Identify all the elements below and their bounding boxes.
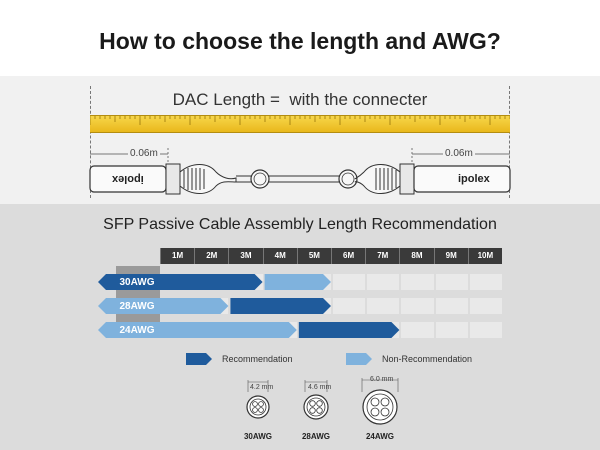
page-title: How to choose the length and AWG? xyxy=(99,28,501,54)
grid-cell xyxy=(467,298,502,314)
bar-30awg-recommended xyxy=(98,274,263,290)
bar-30awg-non-recommended xyxy=(264,274,331,290)
bar-28awg-recommended xyxy=(230,298,331,314)
bar-28awg-non-recommended xyxy=(98,298,229,314)
bar-24awg-non-recommended xyxy=(98,322,297,338)
left-brand-label: ipolex xyxy=(112,173,144,185)
connector-30awg-label: 30AWG xyxy=(243,432,272,441)
connector-28awg-diameter: 4.6 mm xyxy=(308,384,332,391)
legend-non-recommended: Non-Recommendation xyxy=(346,352,472,366)
grid-cell xyxy=(433,274,468,290)
awg-label-24: 24AWG xyxy=(119,325,155,336)
right-sfp-module xyxy=(413,165,511,193)
measuring-tape xyxy=(90,115,510,133)
legend-recommended: Recommendation xyxy=(186,352,293,366)
length-header-5M: 5M xyxy=(296,248,331,264)
length-header-9M: 9M xyxy=(433,248,468,264)
grid-cell xyxy=(399,298,434,314)
length-header-1M: 1M xyxy=(160,248,194,264)
connector-28awg-label: 28AWG xyxy=(301,432,330,441)
recommendation-bars xyxy=(98,274,400,338)
grid-cell xyxy=(365,298,400,314)
connector-28awg-icon xyxy=(303,380,329,420)
grid-cell xyxy=(331,274,366,290)
non-recommended-swatch-icon xyxy=(346,353,372,365)
length-header-7M: 7M xyxy=(365,248,399,264)
connector-30awg-icon xyxy=(246,380,270,419)
legend-non-recommended-label: Non-Recommendation xyxy=(382,354,473,364)
dac-left-boundary xyxy=(90,86,91,198)
legend-recommended-label: Recommendation xyxy=(222,354,293,364)
dac-length-label: DAC Length = with the connecter xyxy=(172,90,428,109)
left-segment-length: 0.06m xyxy=(128,148,160,159)
recommended-swatch-icon xyxy=(186,353,212,365)
awg-label-30: 30AWG xyxy=(119,277,155,288)
length-header-2M: 2M xyxy=(194,248,228,264)
grid-cell xyxy=(467,322,502,338)
length-header-3M: 3M xyxy=(228,248,262,264)
grid-cell xyxy=(399,274,434,290)
right-segment-length: 0.06m xyxy=(443,148,475,159)
right-brand-label: ipolex xyxy=(458,173,490,185)
recommendation-title: SFP Passive Cable Assembly Length Recomm… xyxy=(103,216,497,233)
grid-cell xyxy=(331,298,366,314)
dac-cable-illustration xyxy=(89,148,511,195)
connector-24awg-diameter: 6.0 mm xyxy=(370,376,394,383)
length-header-8M: 8M xyxy=(399,248,433,264)
grid-cell xyxy=(467,274,502,290)
grid-cell xyxy=(399,322,434,338)
grid-cell xyxy=(365,274,400,290)
bar-24awg-recommended xyxy=(298,322,400,338)
grid-cell xyxy=(433,298,468,314)
length-header-10M: 10M xyxy=(467,248,502,264)
measuring-tape-ticks xyxy=(90,116,510,125)
length-header-4M: 4M xyxy=(262,248,297,264)
connector-30awg-diameter: 4.2 mm xyxy=(250,384,274,391)
awg-label-28: 28AWG xyxy=(119,301,155,312)
length-header-6M: 6M xyxy=(331,248,365,264)
connector-24awg-label: 24AWG xyxy=(365,432,394,441)
grid-cell xyxy=(433,322,468,338)
dac-right-boundary xyxy=(509,86,510,198)
connector-24awg-icon xyxy=(361,378,399,425)
